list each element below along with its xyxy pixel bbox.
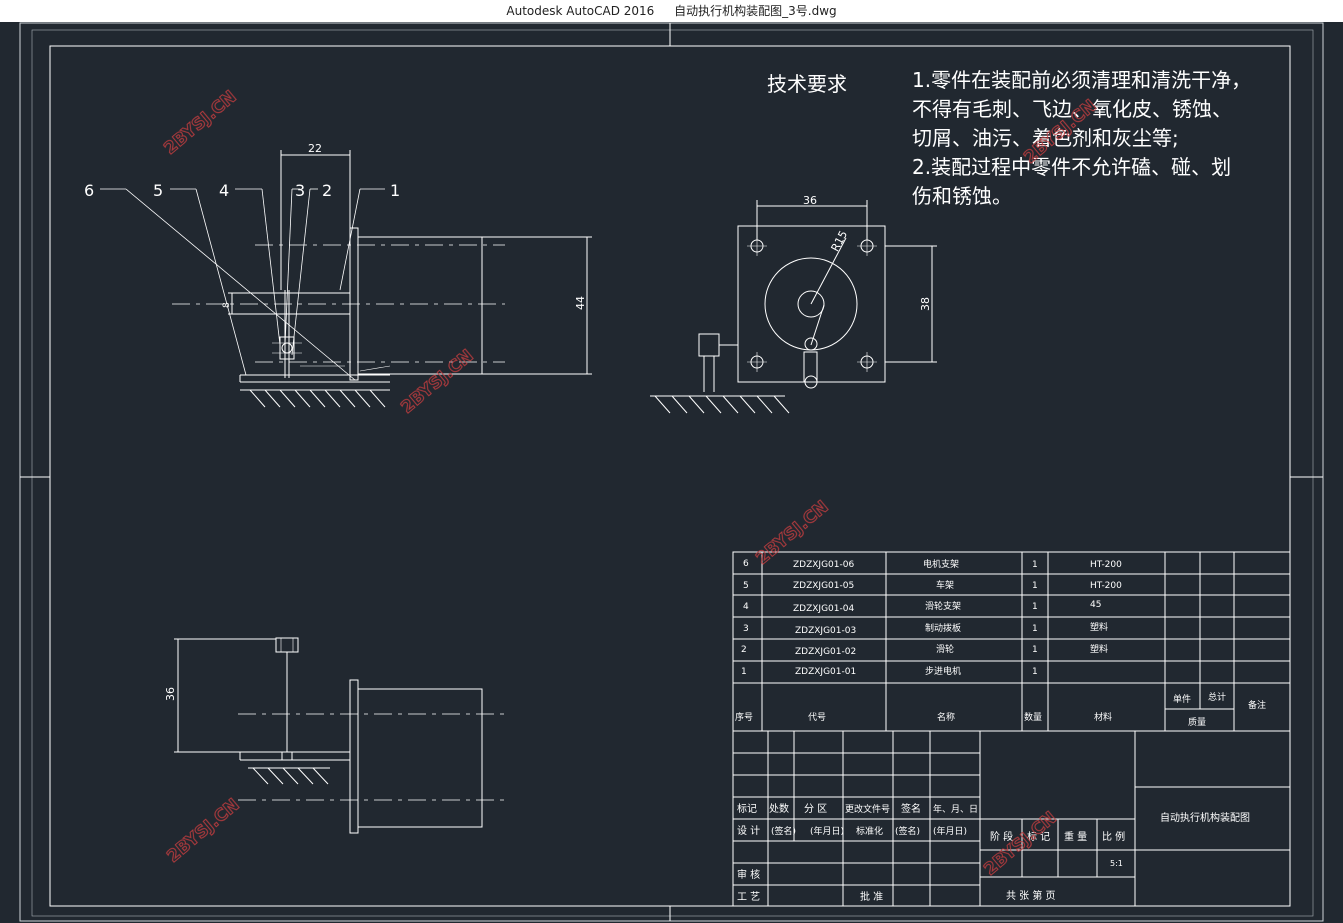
change-label: 分 区 bbox=[804, 803, 827, 815]
tech-requirements: 技术要求 1.零件在装配前必须清理和清洗干净， 不得有毛刺、飞边、氧化皮、锈蚀、… bbox=[767, 68, 1251, 208]
app-name: Autodesk AutoCAD 2016 bbox=[506, 4, 655, 18]
dim-side-width: 36 bbox=[803, 194, 817, 207]
bom-cell: ZDZXJG01-01 bbox=[795, 667, 856, 677]
balloon-label: 5 bbox=[153, 181, 163, 200]
bom-cell: 塑料 bbox=[1090, 643, 1108, 655]
file-name: 自动执行机构装配图_3号.dwg bbox=[674, 4, 837, 18]
bom-cell: 制动拨板 bbox=[925, 622, 961, 634]
dim-front-height: 44 bbox=[574, 296, 587, 310]
bom-cell: 滑轮支架 bbox=[925, 600, 961, 612]
bom-cell: 4 bbox=[743, 602, 749, 612]
front-view-labels: 22 44 8 6 5 4 3 2 1 bbox=[84, 142, 587, 310]
process-label: 工 艺 bbox=[737, 891, 760, 903]
bom-header-cell: 单件 bbox=[1173, 693, 1191, 705]
design-label: (年月日) bbox=[810, 825, 844, 837]
review-label: 审 核 bbox=[737, 868, 760, 881]
bom-header-cell: 代号 bbox=[808, 712, 826, 723]
stage-label: 标 记 bbox=[1027, 831, 1050, 843]
tech-req-line: 伤和锈蚀。 bbox=[912, 184, 1012, 208]
tech-req-line: 1.零件在装配前必须清理和清洗干净， bbox=[912, 68, 1251, 92]
bottom-view bbox=[174, 637, 510, 834]
balloon-label: 3 bbox=[295, 181, 305, 200]
design-label: 设 计 bbox=[737, 824, 760, 837]
bom-cell: 2 bbox=[741, 645, 747, 655]
tech-req-line: 2.装配过程中零件不允许磕、碰、划 bbox=[912, 155, 1231, 179]
side-view bbox=[650, 200, 937, 414]
stage-label: 比 例 bbox=[1102, 830, 1125, 843]
bom-header-cell: 材料 bbox=[1094, 711, 1112, 723]
bom-table bbox=[732, 551, 1291, 732]
drawing-canvas[interactable]: 技术要求 1.零件在装配前必须清理和清洗干净， 不得有毛刺、飞边、氧化皮、锈蚀、… bbox=[0, 22, 1343, 923]
design-label: (年月日) bbox=[933, 825, 967, 837]
title-block-text: 自动执行机构装配图 标记 处数 分 区 更改文件号 签名 年、月、日 设 计 (… bbox=[737, 802, 1250, 903]
bom-header-cell: 质量 bbox=[1188, 716, 1206, 728]
bom-cell: 1 bbox=[1032, 645, 1038, 655]
dim-front-small: 8 bbox=[222, 302, 232, 308]
sheet-text: 共 张 第 页 bbox=[1006, 889, 1056, 902]
balloon-label: 4 bbox=[219, 181, 229, 200]
watermark: 2BYSJ.CN bbox=[752, 497, 832, 569]
bom-cell: 1 bbox=[1032, 624, 1038, 634]
bom-cell: 5 bbox=[743, 581, 749, 591]
bom-cell: ZDZXJG01-06 bbox=[793, 560, 854, 570]
tech-req-heading: 技术要求 bbox=[767, 72, 847, 96]
stage-label: 重 量 bbox=[1064, 830, 1087, 843]
bom-header-cell: 名称 bbox=[937, 711, 955, 723]
dim-bottom-height: 36 bbox=[164, 687, 177, 701]
bom-header-cell: 数量 bbox=[1024, 711, 1042, 723]
stage-label: 阶 段 bbox=[990, 830, 1013, 843]
title-block bbox=[732, 730, 1291, 907]
bom-cell: ZDZXJG01-02 bbox=[795, 647, 856, 657]
bom-header-cell: 总计 bbox=[1208, 691, 1226, 703]
bom-cell: 1 bbox=[741, 667, 747, 677]
watermark: 2BYSJ.CN bbox=[163, 795, 243, 867]
change-label: 处数 bbox=[769, 802, 789, 815]
design-label: 标准化 bbox=[856, 825, 883, 837]
change-label: 标记 bbox=[737, 803, 757, 815]
bom-cell: 1 bbox=[1032, 560, 1038, 570]
window-titlebar: Autodesk AutoCAD 2016 自动执行机构装配图_3号.dwg bbox=[0, 0, 1343, 22]
bom-cell: 3 bbox=[743, 624, 749, 634]
bom-cell: 6 bbox=[743, 559, 749, 569]
change-label: 年、月、日 bbox=[933, 803, 978, 815]
design-label: (签名) bbox=[771, 825, 796, 837]
balloon-label: 1 bbox=[390, 181, 400, 200]
bom-cell: 45 bbox=[1090, 600, 1101, 610]
change-label: 更改文件号 bbox=[845, 803, 890, 815]
bom-cell: 1 bbox=[1032, 602, 1038, 612]
scale-value: 5:1 bbox=[1110, 859, 1123, 868]
balloon-label: 6 bbox=[84, 181, 94, 200]
bottom-view-labels: 36 bbox=[164, 687, 177, 701]
watermark: 2BYSJ.CN bbox=[160, 87, 240, 159]
bom-cell: ZDZXJG01-04 bbox=[793, 604, 854, 614]
bom-header-cell: 备注 bbox=[1248, 699, 1266, 711]
bom-cell: ZDZXJG01-03 bbox=[795, 626, 856, 636]
drawing-title: 自动执行机构装配图 bbox=[1160, 811, 1250, 824]
dim-side-height: 38 bbox=[919, 297, 932, 311]
watermark: 2BYSJ.CN bbox=[397, 346, 477, 418]
dim-front-top: 22 bbox=[308, 142, 322, 155]
bom-cell: HT-200 bbox=[1090, 581, 1122, 591]
bom-cell: HT-200 bbox=[1090, 560, 1122, 570]
balloon-label: 2 bbox=[322, 181, 332, 200]
change-label: 签名 bbox=[901, 802, 921, 815]
drawing-frame bbox=[19, 22, 1324, 922]
bom-header-cell: 序号 bbox=[735, 711, 753, 723]
bom-cell: 车架 bbox=[936, 579, 954, 591]
bom-cell: 塑料 bbox=[1090, 621, 1108, 633]
dim-side-radius: R15 bbox=[829, 229, 851, 254]
approve-label: 批 准 bbox=[860, 890, 883, 903]
bom-cell: 1 bbox=[1032, 667, 1038, 677]
bom-cell: 电机支架 bbox=[923, 558, 959, 570]
bom-cell: 滑轮 bbox=[936, 643, 954, 655]
bom-cell: ZDZXJG01-05 bbox=[793, 581, 854, 591]
design-label: (签名) bbox=[895, 825, 920, 837]
bom-text: 6 ZDZXJG01-06 电机支架 1 HT-200 5 ZDZXJG01-0… bbox=[735, 558, 1266, 728]
tech-req-line: 不得有毛刺、飞边、氧化皮、锈蚀、 bbox=[912, 97, 1232, 121]
tech-req-line: 切屑、油污、着色剂和灰尘等; bbox=[912, 126, 1179, 150]
bom-cell: 步进电机 bbox=[925, 665, 961, 677]
bom-cell: 1 bbox=[1032, 581, 1038, 591]
front-view bbox=[100, 150, 592, 408]
